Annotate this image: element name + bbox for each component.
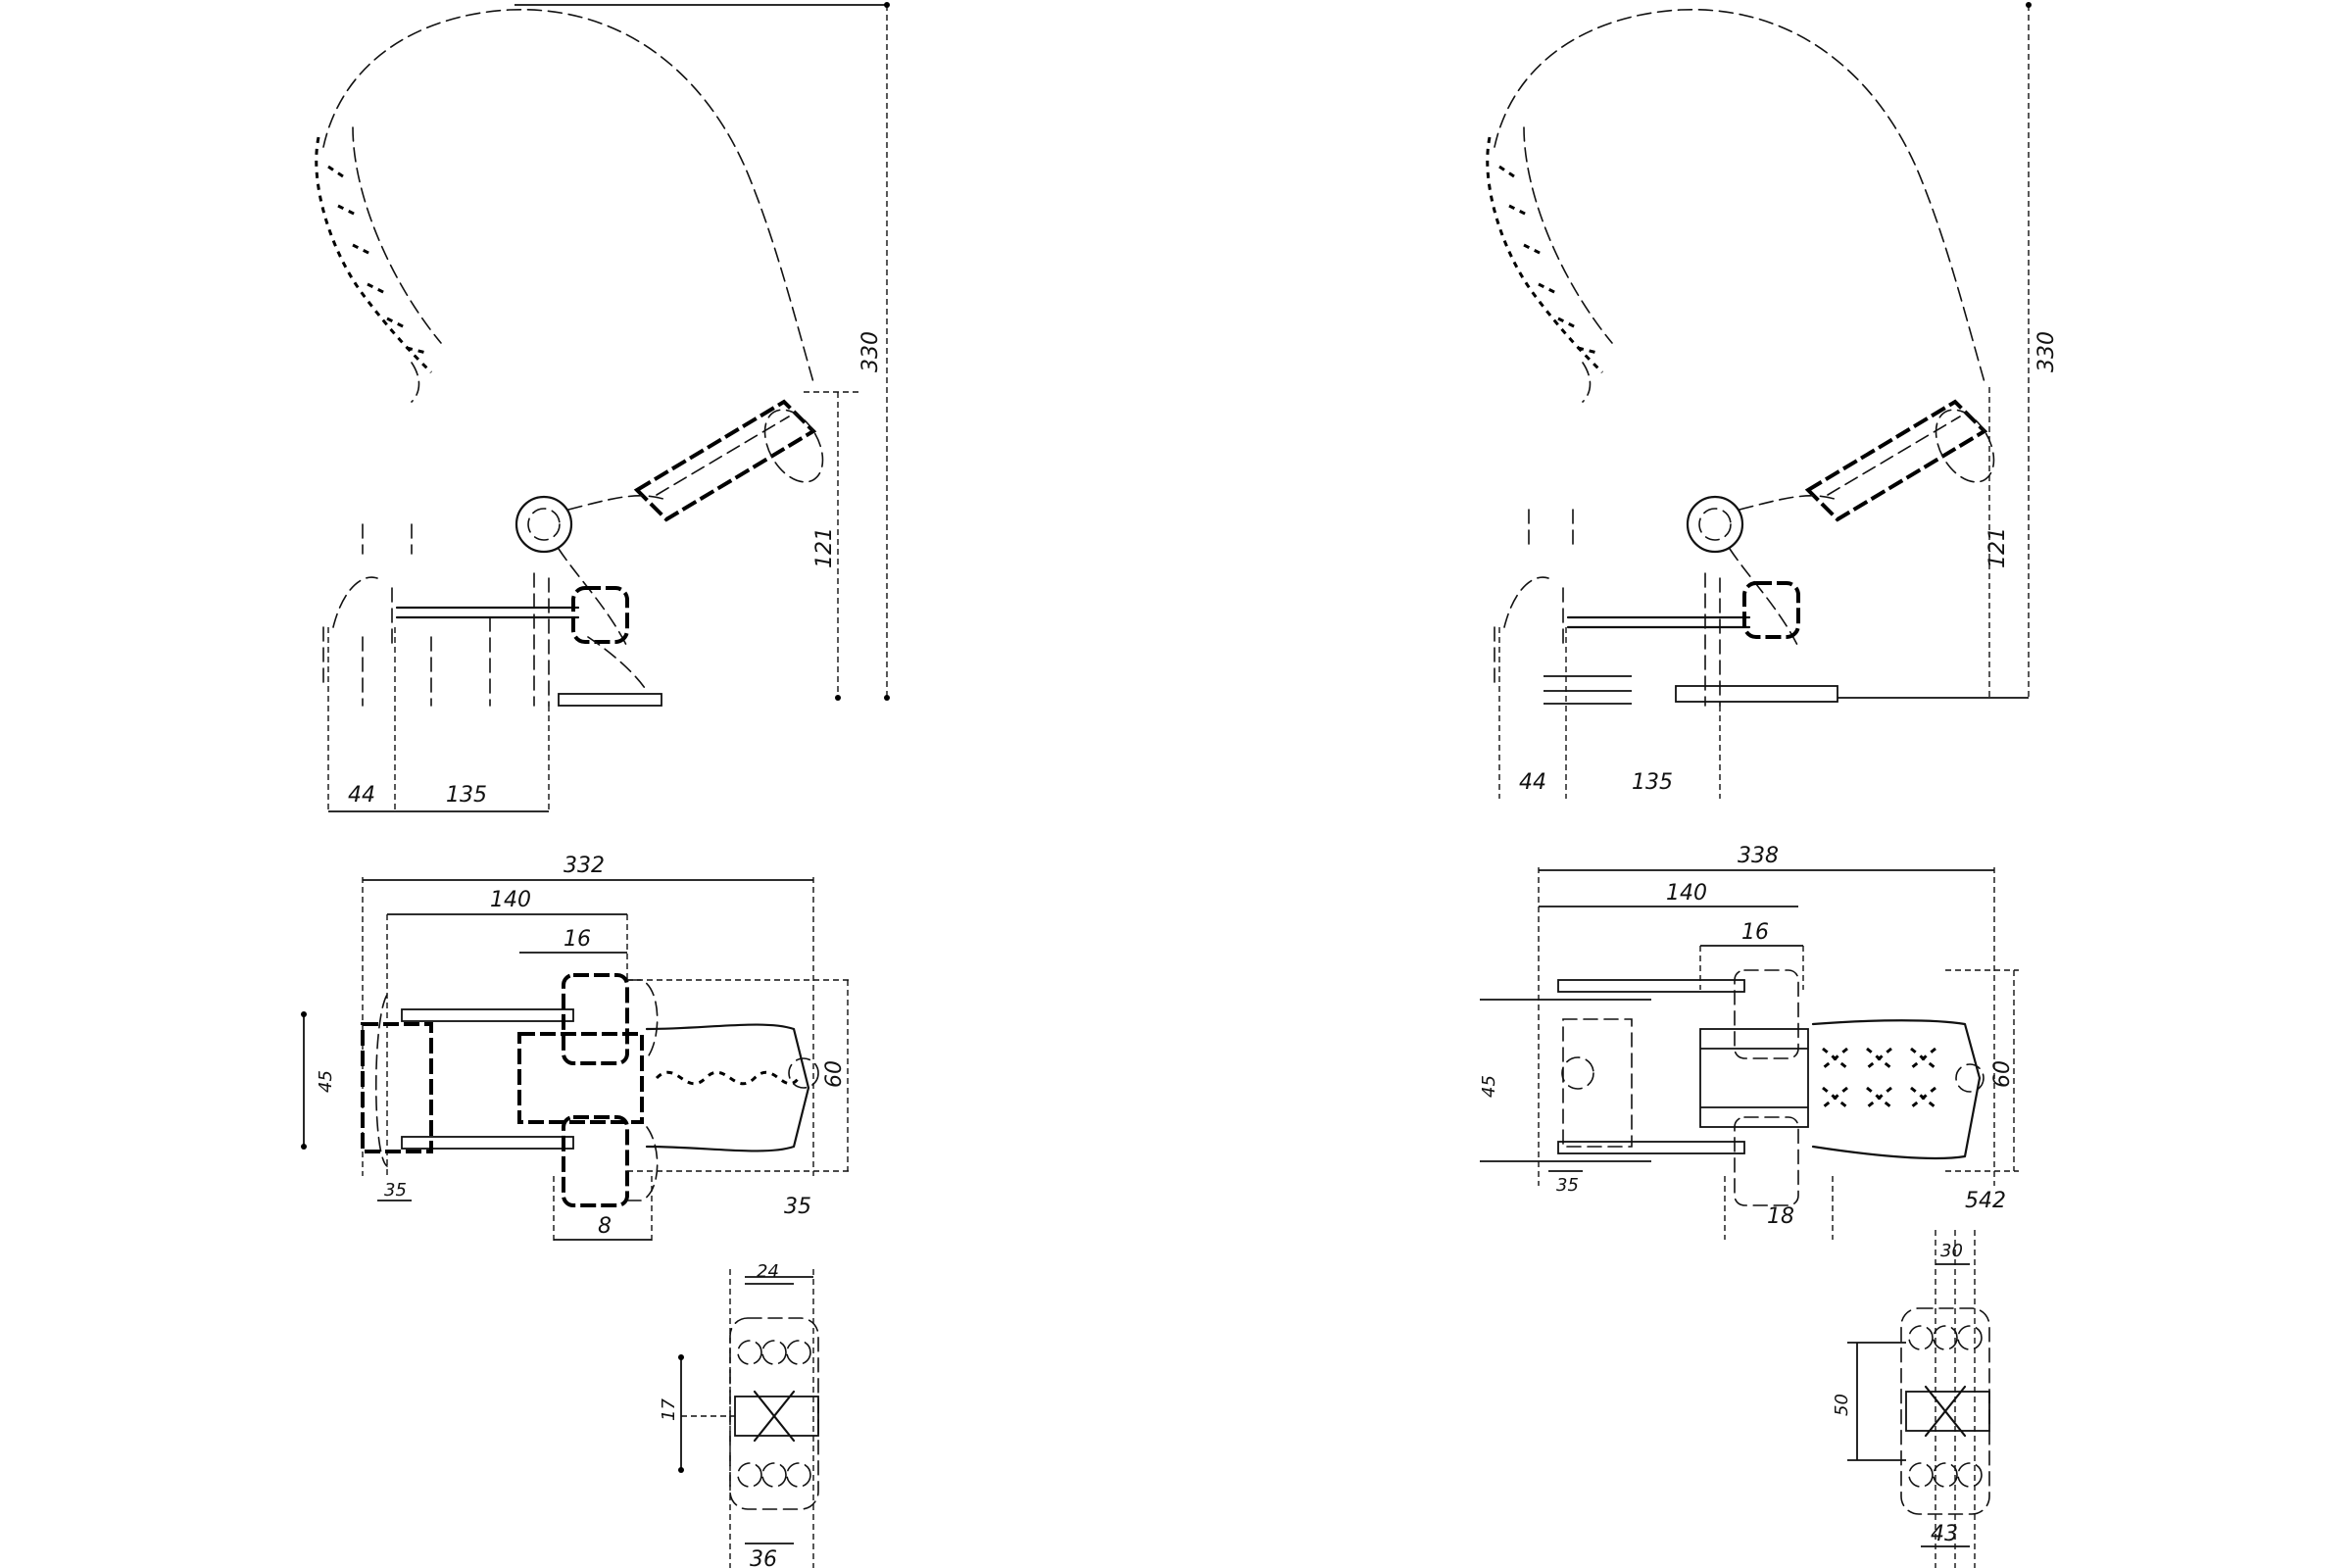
left-plan-tip bbox=[361, 1022, 433, 1153]
right-clamp-tip bbox=[1494, 576, 1564, 687]
right-handle-width-label: 60 bbox=[1990, 1060, 2015, 1088]
left-plan-handle bbox=[645, 1023, 810, 1152]
left-plan-center-body bbox=[517, 1032, 644, 1124]
right-pivot-circle bbox=[1686, 495, 1744, 554]
left-total-height-label: 330 bbox=[858, 331, 883, 372]
right-base-reach-label: 135 bbox=[1632, 770, 1673, 795]
left-plan-pivot-block-bottom bbox=[562, 1115, 629, 1207]
left-arm-length-label: 140 bbox=[490, 888, 531, 912]
left-hole-span-label: 35 bbox=[784, 1195, 811, 1219]
left-plan-pivot-block-top bbox=[562, 973, 629, 1065]
right-bore-label: 35 bbox=[1556, 1175, 1579, 1196]
left-pivot-circle bbox=[514, 495, 573, 554]
right-hole-pitch-label: 30 bbox=[1940, 1241, 1963, 1261]
right-clamp-assembly: 330 121 44 135 338 140 16 bbox=[1479, 2, 2059, 1568]
right-arm-length-label: 140 bbox=[1666, 881, 1707, 906]
right-plan-handle bbox=[1811, 1019, 1982, 1160]
right-total-height-label: 330 bbox=[2034, 331, 2059, 372]
left-hole-pitch-label: 24 bbox=[757, 1261, 779, 1282]
right-plan-pivot-block-bottom bbox=[1734, 1116, 1799, 1206]
right-lever-arm bbox=[1804, 399, 1988, 522]
left-base-width-label: 36 bbox=[750, 1547, 777, 1568]
right-width-left-label: 45 bbox=[1479, 1075, 1499, 1098]
right-base-plate bbox=[1675, 685, 1838, 703]
right-handle-grip bbox=[1486, 136, 1604, 374]
right-plan-upper-rail bbox=[1557, 979, 1745, 993]
left-clamp-assembly: 330 121 44 135 332 140 16 bbox=[301, 2, 890, 1568]
left-base-reach-label: 135 bbox=[446, 783, 487, 808]
left-plan-lower-rail bbox=[401, 1136, 574, 1150]
right-hole-span-label: 542 bbox=[1965, 1189, 2006, 1213]
left-handle-arc bbox=[322, 9, 814, 383]
right-spindle bbox=[1566, 615, 1751, 629]
right-base-offset-label: 18 bbox=[1767, 1204, 1794, 1229]
left-base-view: 35 24 17 36 bbox=[659, 1195, 819, 1568]
right-base-view: 542 30 50 43 bbox=[1832, 1189, 2006, 1568]
left-spindle bbox=[395, 606, 580, 619]
right-base-width-label: 43 bbox=[1931, 1522, 1958, 1546]
left-bore-label: 35 bbox=[384, 1180, 407, 1200]
right-plan-lower-rail bbox=[1557, 1141, 1745, 1154]
left-plan-upper-rail bbox=[401, 1008, 574, 1022]
left-base-plate bbox=[558, 693, 662, 707]
left-slot-label: 17 bbox=[659, 1398, 679, 1421]
left-total-length-label: 332 bbox=[564, 854, 605, 878]
left-width-left-label: 45 bbox=[316, 1070, 336, 1093]
right-spindle-head bbox=[1742, 581, 1800, 639]
left-lever-arm bbox=[633, 399, 817, 522]
left-side-view: 330 121 44 135 bbox=[315, 2, 890, 813]
right-pivot-width-label: 16 bbox=[1741, 920, 1769, 945]
right-plan-view: 338 140 16 60 45 bbox=[1479, 844, 2019, 1240]
left-plan-view: 332 140 16 60 bbox=[301, 854, 853, 1245]
right-handle-arc bbox=[1494, 9, 1985, 383]
right-base-left-label: 44 bbox=[1519, 770, 1546, 795]
right-slot-label: 50 bbox=[1832, 1394, 1852, 1416]
left-base-offset-label: 8 bbox=[598, 1214, 612, 1239]
right-plan-center-body bbox=[1699, 1028, 1809, 1128]
left-base-outline bbox=[729, 1317, 819, 1510]
right-total-length-label: 338 bbox=[1738, 844, 1779, 868]
right-side-view: 330 121 44 135 bbox=[1486, 2, 2059, 799]
right-plan-pivot-block-top bbox=[1734, 969, 1799, 1059]
left-clamp-tip bbox=[322, 576, 393, 687]
left-body-height-label: 121 bbox=[812, 527, 837, 568]
right-body-height-label: 121 bbox=[1985, 527, 2010, 568]
left-pivot-width-label: 16 bbox=[564, 927, 591, 952]
left-handle-grip bbox=[315, 136, 433, 374]
left-handle-width-label: 60 bbox=[822, 1060, 847, 1088]
left-spindle-head bbox=[571, 586, 629, 644]
right-plan-tip bbox=[1562, 1018, 1633, 1148]
left-base-left-label: 44 bbox=[348, 783, 375, 808]
